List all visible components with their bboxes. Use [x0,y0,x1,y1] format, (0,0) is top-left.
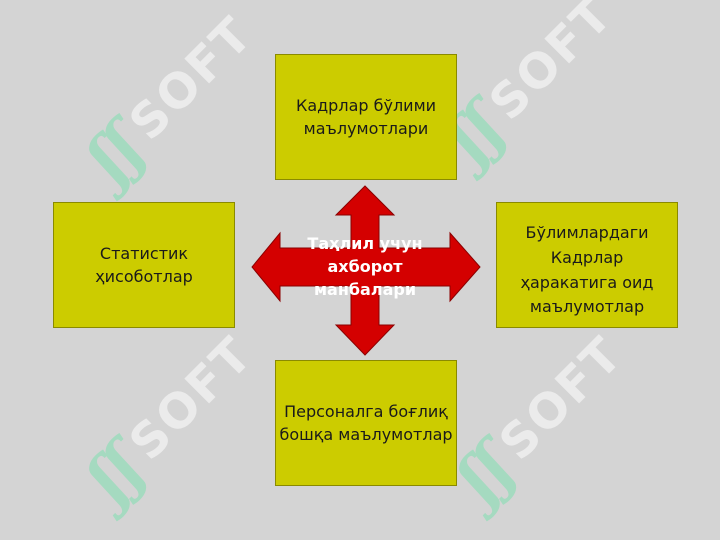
center-label: Таҳлил учун ахборот манбалари [307,234,423,300]
box-right: Бўлимлардаги Кадрлар ҳаракатига оид маъл… [496,202,678,328]
box-bottom: Персоналга боғлиқ бошқа маълумотлар [275,360,457,486]
box-top: Кадрлар бўлими маълумотлари [275,54,457,180]
box-left: Статистик ҳисоботлар [53,202,235,328]
four-way-arrow-shape [251,185,481,356]
